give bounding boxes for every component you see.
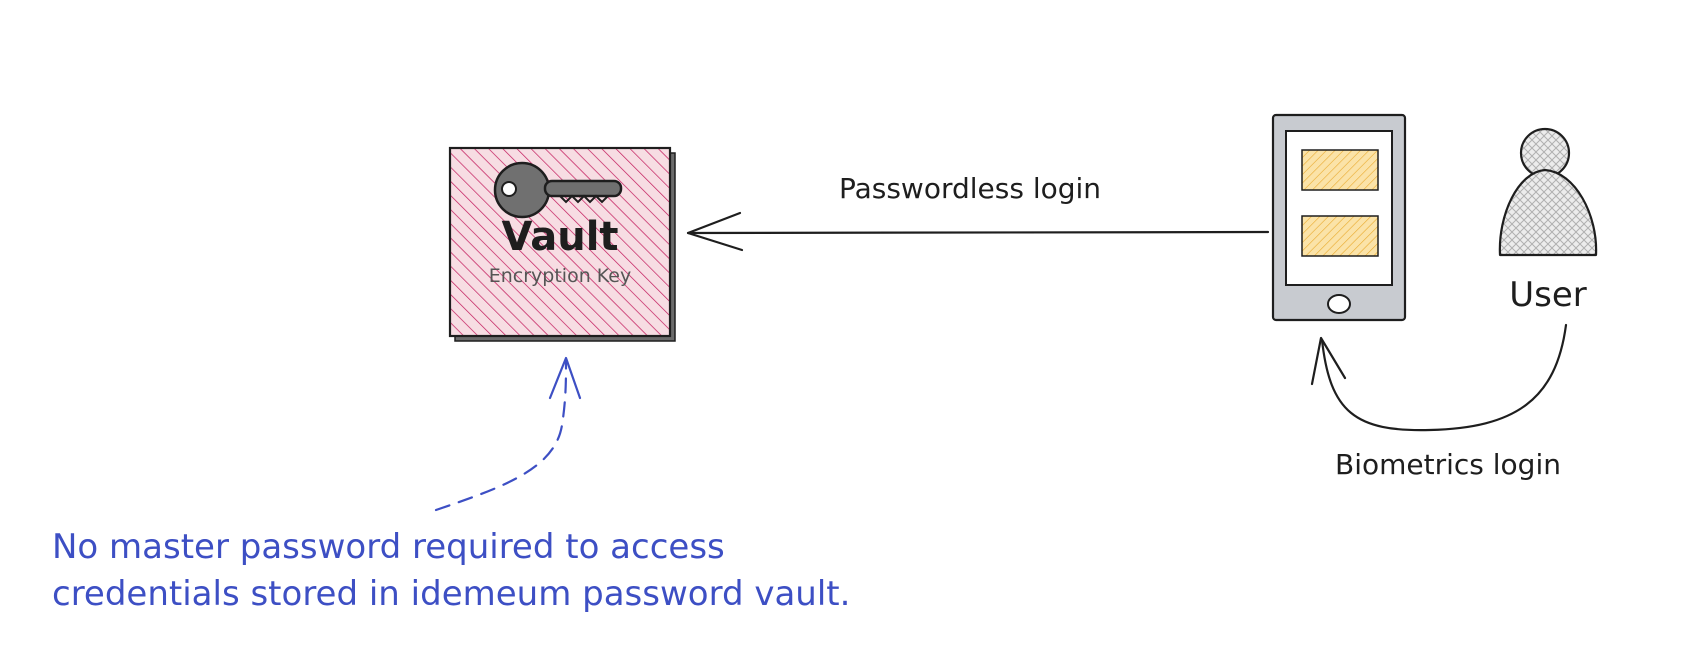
note-text: No master password required to access cr… bbox=[52, 527, 850, 614]
note-arrow-line bbox=[434, 360, 568, 512]
passwordless-label: Passwordless login bbox=[839, 172, 1101, 205]
vault-box: Vault Encryption Key bbox=[448, 146, 676, 342]
passwordless-edge: Passwordless login bbox=[686, 172, 1270, 252]
biometrics-label: Biometrics login bbox=[1335, 448, 1561, 481]
biometrics-arrow-line bbox=[1320, 323, 1568, 432]
vault-subtitle: Encryption Key bbox=[489, 265, 632, 287]
biometrics-arrow-head bbox=[1310, 336, 1347, 386]
note-arrow-head bbox=[548, 356, 582, 400]
user-label: User bbox=[1509, 275, 1587, 315]
note-edge bbox=[434, 356, 582, 512]
phone-panel-bottom bbox=[1301, 215, 1379, 257]
note-line-1: No master password required to access bbox=[52, 527, 725, 567]
phone-home-button bbox=[1327, 294, 1351, 314]
passwordless-arrow-head bbox=[686, 211, 744, 252]
phone-panel-top bbox=[1301, 149, 1379, 191]
smartphone-icon bbox=[1271, 113, 1407, 322]
vault-title: Vault bbox=[501, 214, 618, 260]
user-icon: User bbox=[1498, 127, 1598, 315]
vault-box-body bbox=[448, 146, 672, 338]
passwordless-arrow-line bbox=[686, 230, 1270, 235]
biometrics-edge: Biometrics login bbox=[1310, 323, 1568, 481]
note-line-2: credentials stored in idemeum password v… bbox=[52, 574, 850, 614]
user-body bbox=[1498, 168, 1598, 257]
key-icon bbox=[493, 161, 623, 219]
